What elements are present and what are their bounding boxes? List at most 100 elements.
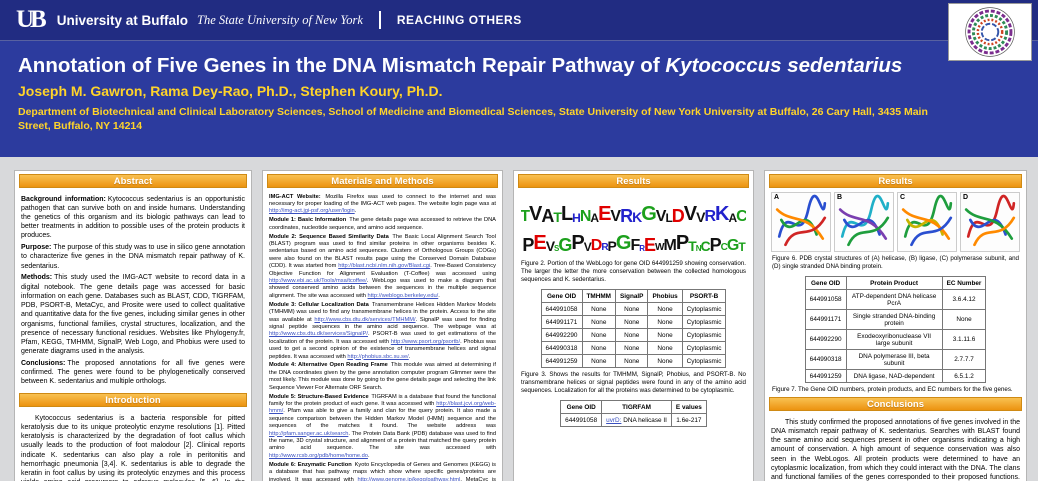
weblogo-letter: T bbox=[688, 238, 697, 252]
weblogo-letter: P bbox=[709, 234, 722, 252]
methods-module-heading: Module 4: Alternative Open Reading Frame bbox=[269, 362, 390, 369]
localization-table-cell: None bbox=[581, 302, 616, 317]
abstract-lead: Methods: bbox=[21, 274, 53, 282]
tigrfam-table-cell: 644991058 bbox=[560, 413, 603, 428]
abstract-lead: Purpose: bbox=[21, 244, 52, 252]
hyperlink[interactable]: uvrD: bbox=[606, 416, 622, 424]
weblogo-letter: D bbox=[671, 205, 685, 223]
hyperlink[interactable]: http://blast.ncbi.nlm.nih.gov/Blast.cgi bbox=[338, 263, 431, 270]
localization-table-cell: None bbox=[647, 328, 683, 343]
weblogo-letter: M bbox=[663, 236, 676, 252]
weblogo-letter: A bbox=[728, 210, 738, 223]
hyperlink[interactable]: http://www.ebi.ac.uk/Tools/msa/tcoffee/ bbox=[269, 277, 367, 284]
localization-table-cell: None bbox=[647, 302, 683, 317]
protein-table-cell: 644991171 bbox=[804, 309, 847, 331]
weblogo-letter: H bbox=[572, 210, 581, 223]
abstract-text: The purpose of this study was to use in … bbox=[21, 244, 245, 270]
weblogo-letter: G bbox=[558, 234, 572, 252]
weblogo-letter: R bbox=[704, 207, 716, 223]
protein-table-cell: 2.7.7.7 bbox=[941, 349, 987, 371]
weblogo-letter: E bbox=[598, 203, 611, 223]
weblogo-letter: P bbox=[522, 234, 534, 252]
weblogo-letter: V bbox=[545, 238, 555, 252]
weblogo-letter: K bbox=[632, 209, 642, 223]
weblogo-letter: V bbox=[583, 239, 592, 252]
introduction-content: Kytococcus sedentarius is a bacteria res… bbox=[15, 410, 251, 481]
hyperlink[interactable]: http://www.rcsb.org/pdb/home/home.do bbox=[269, 452, 368, 459]
methods-module: Module 3: Cellular Localization Data Tra… bbox=[269, 301, 497, 360]
methods-module-heading: Module 2: Sequence Based Similarity Data bbox=[269, 233, 392, 240]
localization-table-cell: None bbox=[614, 354, 649, 369]
weblogo-letter: G bbox=[726, 236, 739, 252]
masthead-bar: UB University at Buffalo The State Unive… bbox=[0, 0, 1038, 41]
structure-label: B bbox=[837, 194, 843, 201]
localization-table-cell: None bbox=[581, 315, 616, 330]
weblogo-letter: T bbox=[738, 239, 745, 252]
poster-title-species: Kytococcus sedentarius bbox=[665, 54, 903, 77]
pdb-structure-thumbnail: C bbox=[897, 192, 957, 252]
authors-line: Joseph M. Gawron, Rama Dey-Rao, Ph.D., S… bbox=[18, 83, 443, 99]
weblogo-letter: L bbox=[560, 203, 573, 223]
abstract-content: Background information:Kytococcus sedent… bbox=[15, 191, 251, 390]
hyperlink[interactable]: http://img-act.jgi-psf.org/user/login bbox=[269, 208, 355, 215]
weblogo-letter: L bbox=[665, 210, 672, 223]
localization-table-cell: 644991171 bbox=[540, 315, 583, 330]
weblogo-letter: C bbox=[700, 238, 711, 252]
localization-table-cell: None bbox=[581, 341, 616, 356]
localization-table-header: PSORT-B bbox=[681, 289, 727, 304]
tigrfam-table-header: TIGRFAM bbox=[601, 400, 672, 415]
hyperlink[interactable]: http://phobius.sbc.su.se/ bbox=[347, 353, 409, 360]
weblogo-letter: C bbox=[736, 207, 746, 223]
methods-panel: Materials and Methods IMG-ACT Website: M… bbox=[262, 170, 503, 481]
weblogo-letter: R bbox=[620, 205, 633, 223]
affiliation-line: Department of Biotechnical and Clinical … bbox=[18, 106, 928, 132]
protein-table-cell: None bbox=[941, 309, 987, 331]
weblogo-letter: P bbox=[675, 232, 689, 252]
hyperlink[interactable]: http://pfam.sanger.ac.uk/search bbox=[269, 430, 349, 437]
protein-table-header: Protein Product bbox=[845, 276, 943, 291]
protein-table-cell: Single stranded DNA-binding protein bbox=[845, 309, 943, 331]
protein-table-cell: 3.1.11.6 bbox=[941, 329, 987, 351]
weblogo-letter: A bbox=[590, 210, 599, 223]
hyperlink[interactable]: http://blast.jcvi.org/web-hmm/ bbox=[269, 400, 496, 415]
localization-table-cell: None bbox=[647, 315, 683, 330]
weblogo-letter: P bbox=[571, 232, 584, 252]
protein-ribbon-icon bbox=[964, 194, 1016, 247]
abstract-paragraph-methods: Methods:This study used the IMG-ACT webs… bbox=[21, 273, 245, 356]
hyperlink[interactable]: http://weblogo.berkeley.edu/ bbox=[367, 292, 439, 299]
hyperlink[interactable]: http://www.cbs.dtu.dk/services/SignalP/ bbox=[269, 331, 368, 338]
abstract-text: The proposed annotations for all five ge… bbox=[21, 359, 245, 386]
conclusions-text: This study confirmed the proposed annota… bbox=[771, 418, 1020, 481]
weblogo-letter: N bbox=[579, 207, 592, 223]
methods-module: Module 6: Enzymatic Function Kyoto Encyc… bbox=[269, 461, 496, 481]
tigrfam-table-cell: 1.6e-217 bbox=[670, 413, 707, 428]
hyperlink[interactable]: http://www.genome.jp/kegg/pathway.html bbox=[357, 476, 461, 481]
weblogo-letter: F bbox=[630, 236, 640, 252]
figure2-caption: Figure 2. Portion of the WebLogo for gen… bbox=[521, 260, 746, 284]
genome-map-figure bbox=[948, 3, 1032, 61]
localization-table-cell: 644991058 bbox=[540, 302, 583, 317]
tigrfam-table-header: E values bbox=[670, 400, 707, 415]
localization-table-cell: Cytoplasmic bbox=[681, 328, 727, 343]
localization-table-header: TMHMM bbox=[581, 289, 616, 304]
weblogo-letter: V bbox=[696, 209, 705, 223]
protein-table-cell: DNA ligase, NAD-dependent bbox=[845, 369, 943, 384]
localization-table-cell: Cytoplasmic bbox=[681, 354, 727, 369]
weblogo-letter: V bbox=[683, 203, 697, 223]
hyperlink[interactable]: http://www.psort.org/psortb/ bbox=[390, 338, 461, 345]
abstract-paragraph-background: Background information:Kytococcus sedent… bbox=[21, 195, 245, 241]
hyperlink[interactable]: http://www.cbs.dtu.dk/services/TMHMM/ bbox=[314, 316, 416, 323]
